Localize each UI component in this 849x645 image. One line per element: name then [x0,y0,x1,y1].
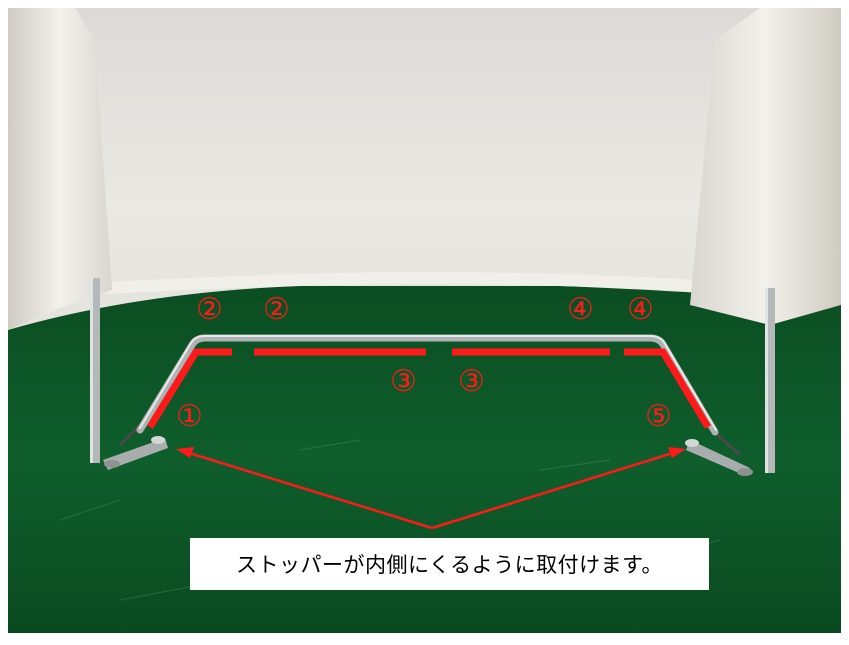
caption-box: ストッパーが内側にくるように取付けます。 [190,538,709,590]
segment-1-2 [147,348,232,429]
bent-pipe-bar [136,334,719,436]
marker-4-right: ④ [627,292,654,327]
arrow-head-right [668,447,686,458]
marker-5: ⑤ [645,399,672,434]
marker-1: ① [176,399,203,434]
left-curtain [8,8,112,330]
marker-3-right: ③ [458,364,485,399]
arrows [185,450,677,530]
segment-4-5 [624,348,712,429]
marker-3-left: ③ [390,364,417,399]
marker-2-left: ② [196,292,223,327]
arrow-head-left [176,447,194,458]
right-curtain [690,8,841,325]
caption-text: ストッパーが内側にくるように取付けます。 [235,553,664,577]
marker-4-left: ④ [567,292,594,327]
marker-2-right: ② [263,292,290,327]
